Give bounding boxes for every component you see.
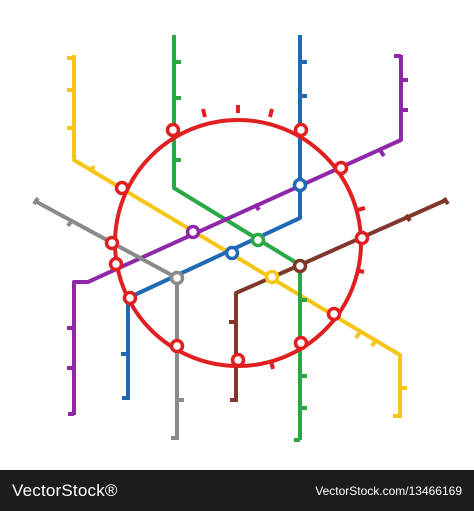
metro-map [32,35,450,442]
watermark-url: VectorStock.com/13466169 [315,484,462,498]
blue-line [121,35,307,400]
blue-station [224,245,240,261]
green-station [250,232,266,248]
brown-line [229,196,450,402]
red-circle-line [113,105,366,370]
blue-station [292,177,308,193]
purple-station [185,224,201,240]
purple-line [67,54,408,416]
watermark-footer: VectorStock® VectorStock.com/13466169 [0,470,474,511]
gray-station [169,270,185,286]
red-ring-stations [104,122,370,368]
vectorstock-logo: VectorStock® [12,481,118,500]
brown-station [292,258,308,274]
green-line [172,35,307,442]
yellow-station [264,269,280,285]
gray-line [32,196,184,440]
